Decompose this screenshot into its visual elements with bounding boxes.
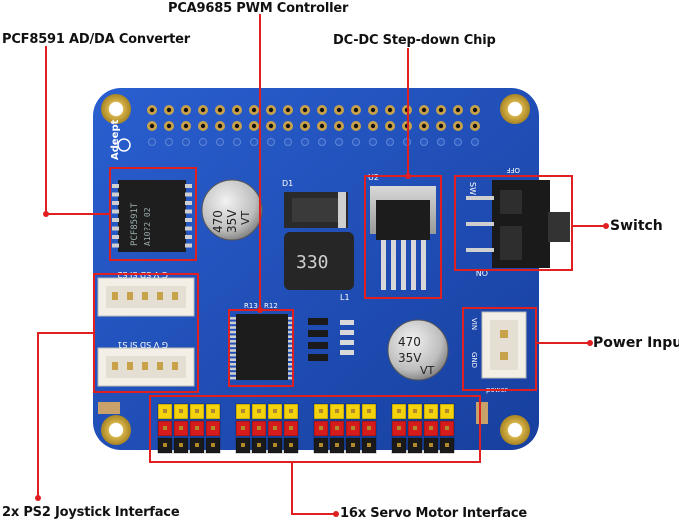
smd-capacitor (476, 402, 488, 424)
leader-joystick (37, 332, 94, 498)
svg-text:R13: R13 (244, 302, 258, 310)
mount-hole-tr (500, 94, 530, 124)
svg-text:GND: GND (470, 352, 478, 368)
svg-text:35V: 35V (398, 351, 422, 365)
svg-text:330: 330 (296, 252, 329, 273)
slide-switch: SW ON OFF (466, 166, 570, 277)
svg-text:OFF: OFF (506, 166, 520, 174)
label-joystick: 2x PS2 Joystick Interface (2, 505, 180, 520)
pca9685-chip: R13 R12 (230, 302, 294, 380)
svg-text:G V SD SI S1: G V SD SI S1 (117, 340, 168, 349)
inductor-l1: 330 L1 (284, 232, 354, 302)
power-input-connector: VIN GND power (470, 311, 527, 394)
brand-logo-icon (117, 138, 131, 152)
svg-text:A10?2 02: A10?2 02 (143, 207, 152, 246)
highlight-switch (454, 175, 573, 271)
smd-capacitor (98, 402, 120, 414)
capacitor-2: 470 35V VT (387, 319, 449, 381)
svg-text:470: 470 (211, 210, 225, 233)
servo-header (157, 403, 455, 454)
pcf8591-chip: PCF8591T A10?2 02 (112, 180, 192, 252)
svg-text:SW: SW (468, 182, 477, 195)
svg-text:U2: U2 (368, 173, 379, 182)
brand-label: Adeept (110, 119, 121, 160)
mount-hole-br (500, 415, 530, 445)
svg-text:D1: D1 (282, 179, 293, 188)
label-switch: Switch (610, 218, 663, 234)
svg-text:PCF8591T: PCF8591T (130, 202, 140, 246)
mount-hole-tl (101, 94, 131, 124)
svg-text:VT: VT (239, 210, 252, 225)
svg-text:VT: VT (420, 364, 435, 377)
gpio-header (147, 105, 480, 146)
highlight-power-input (462, 307, 537, 391)
label-servo: 16x Servo Motor Interface (340, 506, 527, 521)
svg-text:R12: R12 (264, 302, 278, 310)
capacitor-1: 470 35V VT (201, 179, 263, 241)
svg-text:470: 470 (398, 335, 421, 349)
label-pca9685: PCA9685 PWM Controller (168, 1, 349, 16)
svg-text:35V: 35V (225, 209, 239, 233)
label-power-input: Power Input (593, 335, 679, 351)
svg-text:ON: ON (476, 268, 488, 277)
highlight-servo (149, 395, 481, 463)
joystick-connector-bottom: G V SD SI S1 (97, 340, 195, 387)
svg-text:L1: L1 (340, 293, 350, 302)
diode-d1: D1 (282, 179, 348, 228)
label-pcf8591: PCF8591 AD/DA Converter (2, 32, 190, 47)
resistor-array (308, 318, 354, 361)
leader-servo (291, 462, 336, 515)
regulator-chip: U2 (368, 173, 436, 290)
highlight-dcdc (364, 175, 442, 299)
svg-text:VIN: VIN (470, 318, 478, 330)
label-dcdc: DC-DC Step-down Chip (333, 33, 496, 48)
mount-hole-bl (101, 415, 131, 445)
